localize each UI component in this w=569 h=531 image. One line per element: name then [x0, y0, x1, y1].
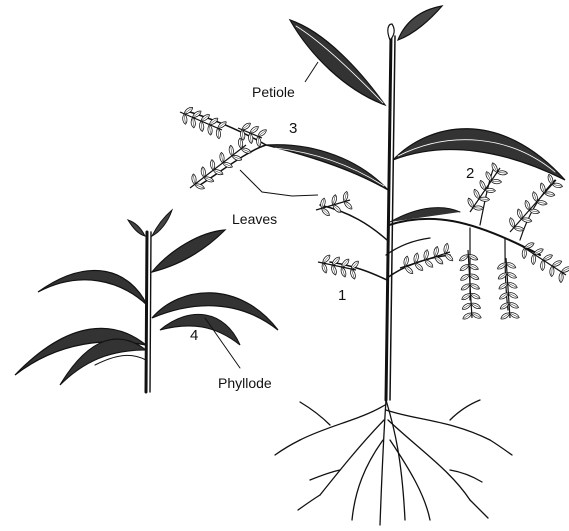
leaflet — [497, 271, 508, 280]
leaflet — [459, 263, 470, 272]
leaflet — [559, 272, 564, 283]
leaflet — [471, 311, 482, 319]
petiole-leader — [305, 62, 318, 82]
leaves-leader-a — [240, 170, 292, 196]
compound-leaf-8 — [508, 174, 562, 232]
leaflet — [414, 262, 425, 272]
label-stage-3: 3 — [289, 120, 297, 137]
leaflet — [461, 302, 472, 311]
leaflet — [320, 207, 331, 217]
mid-left-branch — [320, 205, 387, 240]
upper-left-phyllode — [290, 20, 385, 105]
leaflet — [444, 252, 455, 262]
label-stage-1: 1 — [338, 287, 346, 304]
label-stage-4: 4 — [190, 327, 198, 344]
leaflet — [459, 273, 470, 282]
leaflet — [531, 254, 536, 265]
roots — [275, 400, 512, 525]
left-phyllode — [266, 145, 388, 190]
right-phyllode — [393, 129, 565, 180]
apical-bud — [388, 24, 394, 40]
top-phyllode — [398, 6, 442, 40]
small-stem — [146, 232, 147, 392]
leaflet — [424, 258, 435, 268]
leaflet — [462, 311, 473, 320]
compound-leaf-11 — [520, 241, 569, 282]
leaflet — [522, 248, 527, 259]
leaflet — [498, 281, 509, 290]
label-stage-2: 2 — [466, 165, 474, 182]
leaflet — [498, 291, 509, 300]
leaflet — [500, 311, 511, 320]
leaflet — [540, 260, 545, 271]
leaves-leader-b — [292, 195, 318, 196]
leaflet — [458, 253, 469, 262]
compound-leaf-4 — [316, 191, 353, 217]
label-petiole: Petiole — [252, 84, 295, 100]
leaflet — [509, 311, 520, 319]
compound-leaf-5 — [318, 254, 360, 280]
leaflet — [550, 266, 555, 277]
small-plant — [15, 210, 278, 392]
label-phyllode: Phyllode — [218, 375, 272, 391]
compound-leaf-6 — [400, 243, 454, 275]
compound-leaf-10 — [496, 258, 520, 321]
leaflet — [343, 200, 354, 210]
compound-leaf-3 — [190, 138, 252, 190]
label-leaves: Leaves — [232, 211, 277, 227]
